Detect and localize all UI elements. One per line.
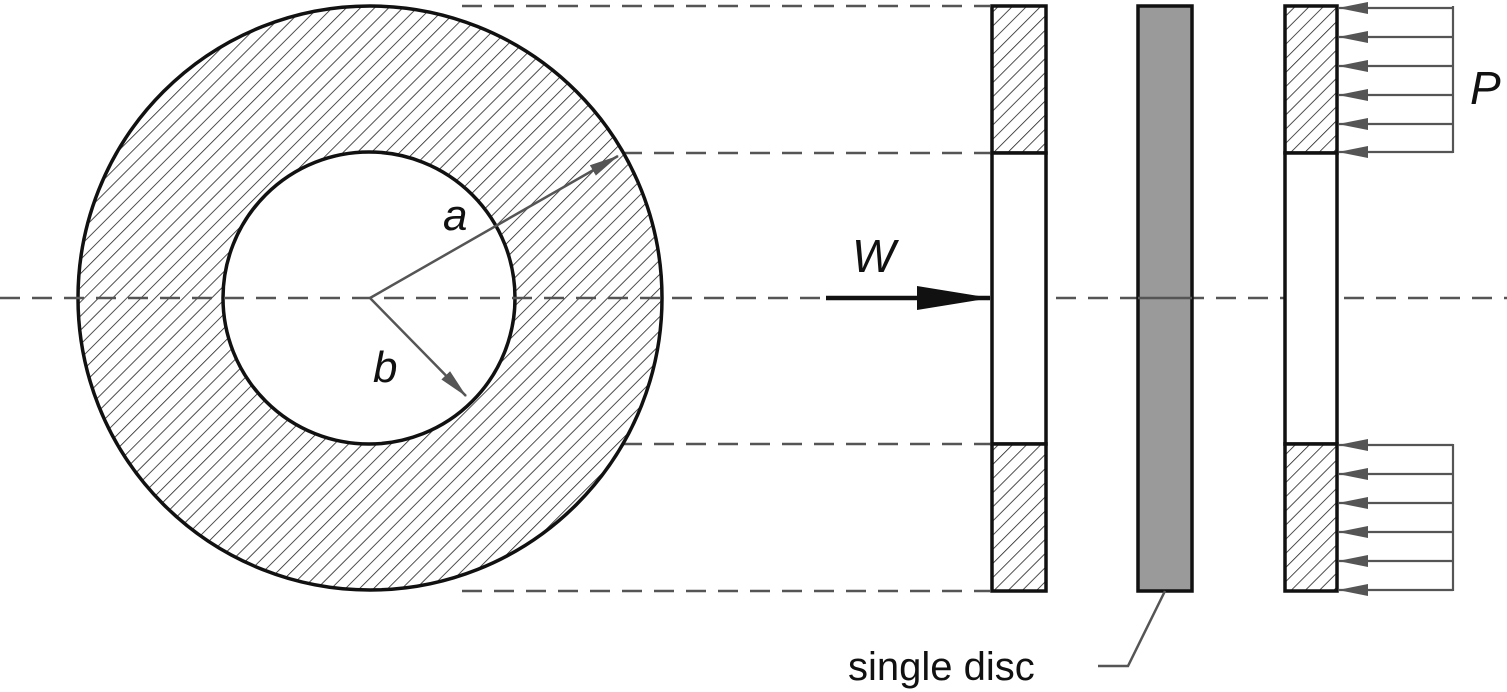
single-disc-label: single disc xyxy=(848,645,1035,689)
outer-radius-arrow xyxy=(369,154,619,300)
pressure-label: P xyxy=(1470,62,1501,114)
side-view-pressure xyxy=(1283,4,1339,593)
inner-radius-arrow xyxy=(369,297,467,397)
pressure-arrows-top xyxy=(1338,1,1455,158)
pressure-ring-top xyxy=(1283,4,1339,155)
pressure-arrows-bottom xyxy=(1338,439,1455,596)
ring-bore xyxy=(990,151,1048,446)
pressure-ring-bore xyxy=(1283,151,1339,446)
ring-section-top xyxy=(990,4,1048,155)
inner-radius-label: b xyxy=(373,343,397,392)
pressure-ring-bottom xyxy=(1283,442,1339,593)
side-view-ring xyxy=(990,4,1048,593)
outer-radius-label: a xyxy=(443,191,467,240)
projection-lines xyxy=(462,4,990,593)
single-disc-leader xyxy=(1098,590,1167,668)
ring-section-bottom xyxy=(990,442,1048,593)
load-label: W xyxy=(852,230,900,282)
